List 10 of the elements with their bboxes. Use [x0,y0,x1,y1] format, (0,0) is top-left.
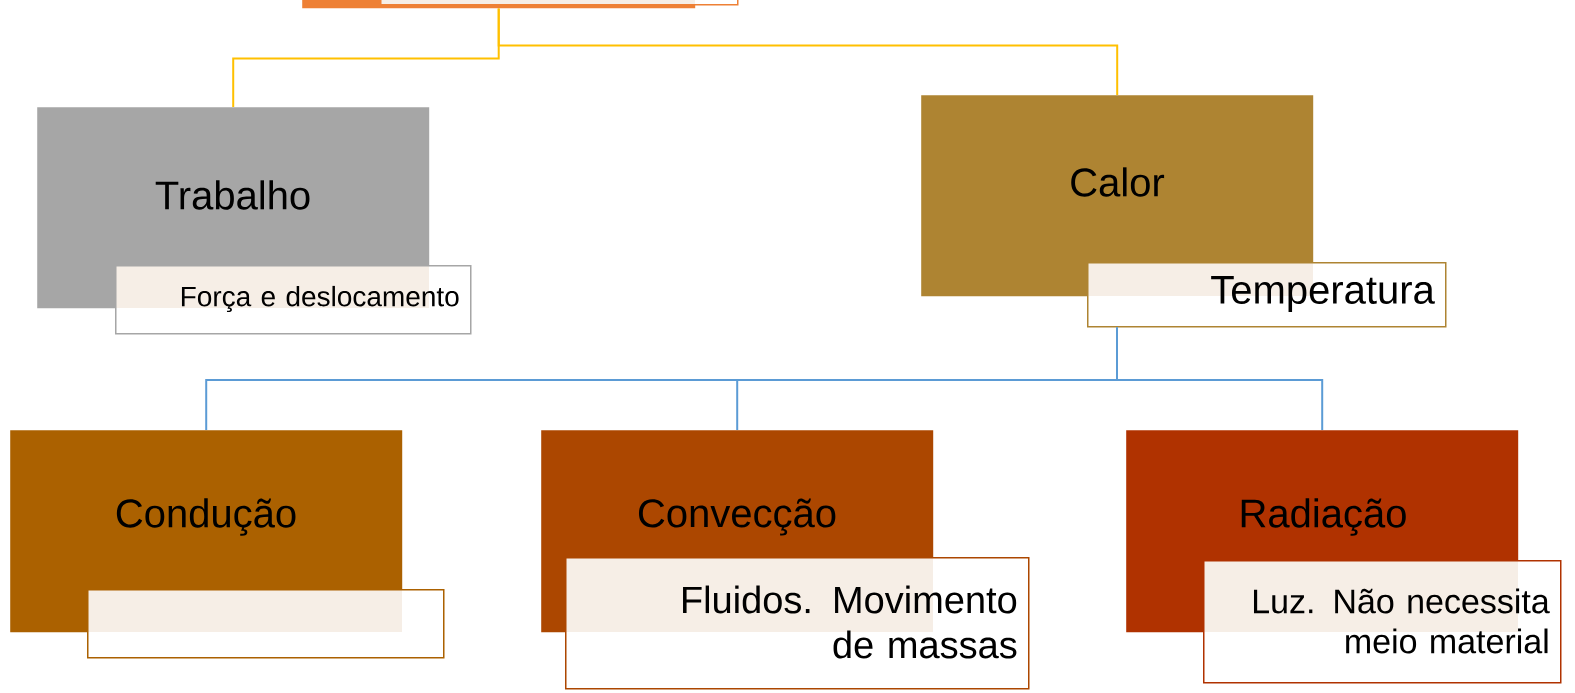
concept-box: Calor Temperatura [921,95,1447,328]
connector-line [1116,326,1324,431]
node-label: de massas [833,630,1017,659]
concept-box [302,0,739,9]
connector-line [497,7,1119,96]
concept-box: Condução [10,430,445,659]
concept-box: Radiação Luz. Não necessita meio material [1126,430,1562,684]
concept-box: Convecção Fluidos. Movimento de massas [541,430,1030,690]
concept-box: Trabalho Força e deslocamento [37,107,472,335]
node-label: meio material [1346,628,1548,654]
